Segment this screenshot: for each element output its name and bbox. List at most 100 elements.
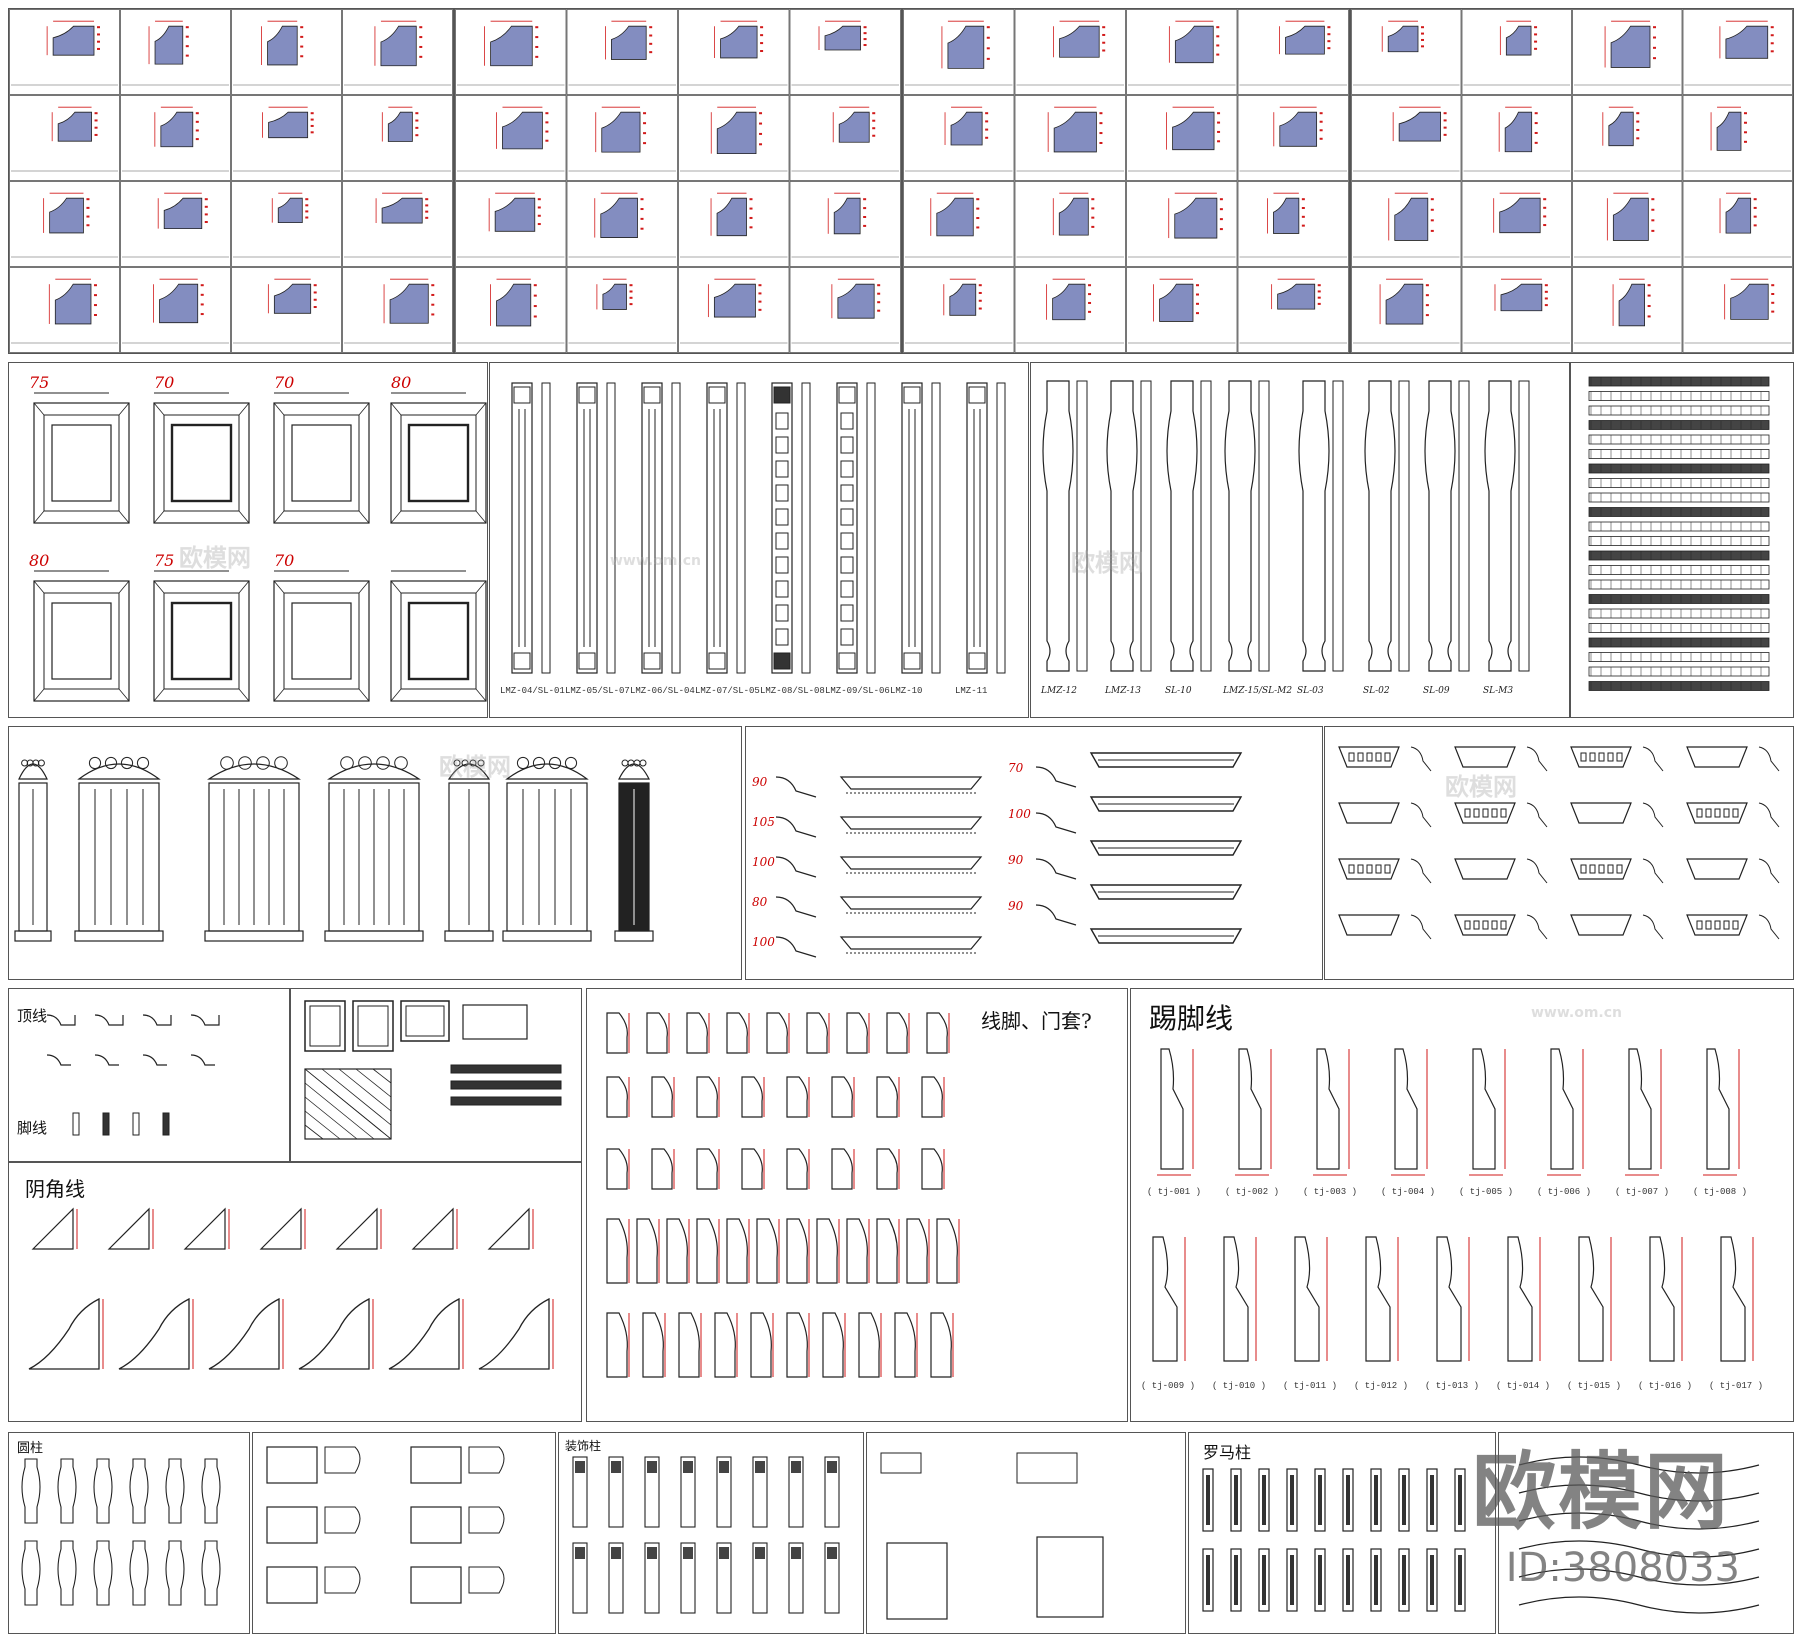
dimension-tick <box>1327 40 1331 43</box>
dimension-tick <box>643 142 647 145</box>
ornament-band <box>1588 478 1770 488</box>
crown-line-profile <box>46 1054 71 1066</box>
inner-corner-title: 阴角线 <box>25 1177 85 1201</box>
lattice <box>355 1068 392 1098</box>
panel-bevel <box>118 688 130 702</box>
sheet-cell <box>1237 267 1349 353</box>
roman-column-flute <box>1206 1555 1210 1605</box>
trim-profile <box>858 1312 880 1378</box>
dentil <box>1607 752 1614 762</box>
sheet-cell <box>1237 9 1349 95</box>
ornament-band <box>1588 652 1770 662</box>
profile-section <box>387 111 413 142</box>
ceiling-plate-sheet <box>1498 1432 1794 1634</box>
sheet-cell <box>1682 9 1793 95</box>
decor-column <box>572 1456 588 1528</box>
crown-foot-sheet: 顶线 脚线 <box>8 988 290 1162</box>
dimension-tick <box>629 303 633 306</box>
dimension-tick <box>537 223 541 226</box>
trim-profile <box>646 1012 668 1054</box>
dimension-tick <box>1544 284 1548 287</box>
dimension-tick <box>200 313 204 316</box>
inner-corner-profile-large <box>208 1297 280 1370</box>
dentil <box>1696 808 1703 818</box>
pilaster-rosette-top <box>968 386 986 404</box>
sheet-cell <box>566 267 678 353</box>
dimension-tick <box>1770 34 1774 37</box>
decor-column-capital <box>611 1547 621 1559</box>
crown-profile <box>1758 914 1780 940</box>
dimension-tick <box>185 54 189 57</box>
dimension-tick <box>877 301 881 304</box>
profile-section <box>389 283 429 324</box>
cornice-dim: 90 <box>1008 853 1024 867</box>
pilasters-drawing <box>511 382 1006 674</box>
door-panel-mid <box>400 414 477 512</box>
profile-section <box>1285 25 1325 55</box>
panel-bevel <box>238 510 250 524</box>
trim-profile <box>766 1012 788 1054</box>
roman-column <box>1342 1468 1354 1532</box>
dimension-tick <box>310 118 314 121</box>
cornice-profile <box>775 896 817 918</box>
door-trim-title: 线脚、门套? <box>981 1009 1092 1033</box>
dimension-tick <box>431 313 435 316</box>
dimension-tick <box>1544 290 1548 293</box>
trim-profile <box>906 1218 928 1284</box>
skirting-code: ( tj-013 ) <box>1425 1381 1480 1391</box>
crown-line-profile <box>142 1054 167 1066</box>
dimension-tick <box>1770 50 1774 53</box>
profile-section <box>273 283 312 314</box>
door-panel-mid <box>283 414 360 512</box>
profile-section <box>502 111 543 150</box>
inner-corner-profile-large <box>118 1297 190 1370</box>
baluster-outline <box>1224 380 1256 672</box>
dimension-tick <box>872 112 876 115</box>
column-capital <box>77 763 161 780</box>
dimension-tick <box>1216 53 1220 56</box>
dentil <box>1723 920 1730 930</box>
dimension-tick <box>1217 112 1221 115</box>
decor-column-capital <box>575 1461 585 1473</box>
ornament-band <box>1588 565 1770 575</box>
brand-logo-text: 欧模网 <box>1471 1443 1730 1541</box>
dimension-tick <box>545 130 549 133</box>
roman-column <box>1426 1468 1438 1532</box>
roman-column <box>1314 1548 1326 1612</box>
dimension-tick <box>1647 315 1651 318</box>
acanthus-leaf <box>516 756 530 770</box>
crown-profile <box>1410 914 1432 940</box>
roman-column-flute <box>1346 1555 1350 1605</box>
dimension-tick <box>1319 129 1323 132</box>
sheet-cell <box>903 181 1015 267</box>
panel-bevel <box>33 402 45 416</box>
skirting-code: ( tj-012 ) <box>1354 1381 1409 1391</box>
dimension-tick <box>535 36 539 39</box>
decor-column <box>788 1456 804 1528</box>
cornice-elevation <box>839 936 983 950</box>
pilaster-side <box>931 382 941 674</box>
cabinet-profile <box>324 1506 361 1534</box>
roman-column-flute <box>1234 1555 1238 1605</box>
dimension-tick <box>649 51 653 54</box>
dimension-tick <box>415 119 419 122</box>
trim-profile <box>678 1312 700 1378</box>
dimension-tick <box>1430 208 1434 211</box>
dentil <box>1366 864 1373 874</box>
dentil <box>1366 752 1373 762</box>
dimension-tick <box>1088 301 1092 304</box>
roman-column-flute <box>1402 1555 1406 1605</box>
sheet-cell <box>1126 181 1238 267</box>
dimension-tick <box>986 26 990 29</box>
profile-section <box>1499 197 1541 234</box>
profile-section <box>602 283 627 310</box>
trim-profile <box>876 1076 898 1118</box>
lattice-panel <box>304 1068 392 1140</box>
pilaster-block <box>840 412 854 430</box>
cornice-elevation <box>1089 752 1243 768</box>
crown-molding <box>1454 914 1516 936</box>
round-column <box>21 1540 41 1606</box>
dimension-tick <box>537 198 541 201</box>
panel-bevel <box>33 510 45 524</box>
acanthus-leaf <box>639 759 647 767</box>
